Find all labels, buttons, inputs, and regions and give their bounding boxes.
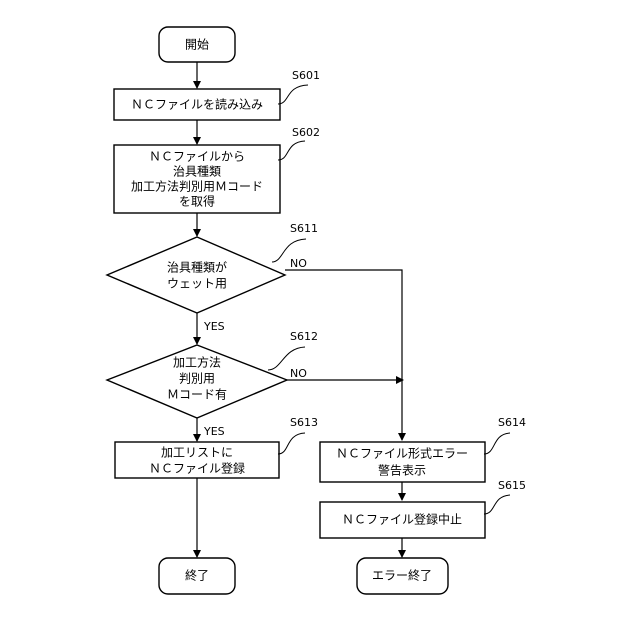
s612-yes-label: YES (203, 425, 225, 438)
end-text: 終了 (185, 568, 209, 583)
s602-leader (278, 141, 305, 160)
s614-step-label: S614 (498, 416, 526, 429)
s612-text-line-1: 加工方法 (173, 355, 221, 370)
s601-step-label: S601 (292, 69, 320, 82)
s612-no-label: NO (290, 367, 307, 380)
s613-text-line-1: 加工リストに (161, 446, 233, 460)
s612-text-line-2: 判別用 (179, 372, 215, 386)
s611-text-line-1: 治具種類が (167, 260, 227, 275)
s613-step-label: S613 (290, 416, 318, 429)
s614-text-line-1: ＮＣファイル形式エラー (336, 447, 468, 461)
s611-decision-diamond (107, 237, 285, 313)
s601-leader (278, 85, 308, 104)
s614-text-line-2: 警告表示 (378, 463, 426, 478)
s614-leader (484, 433, 510, 454)
s601-text: ＮＣファイルを読み込み (131, 97, 263, 112)
s602-text-line-2: 治具種類 (173, 165, 221, 179)
s612-step-label: S612 (290, 330, 318, 343)
s615-leader (484, 495, 510, 514)
s612-text-line-3: Ｍコード有 (167, 388, 227, 402)
s602-text-line-4: を取得 (179, 194, 215, 209)
start-text: 開始 (185, 38, 209, 52)
s611-no-label: NO (290, 257, 307, 270)
s615-step-label: S615 (498, 479, 526, 492)
s615-text: ＮＣファイル登録中止 (342, 512, 462, 527)
s611-step-label: S611 (290, 222, 318, 235)
s611-yes-label: YES (203, 320, 225, 333)
s613-text-line-2: ＮＣファイル登録 (149, 461, 245, 476)
s602-text-line-3: 加工方法判別用Ｍコード (131, 179, 263, 194)
s602-text-line-1: ＮＣファイルから (149, 150, 245, 164)
s611-text-line-2: ウェット用 (167, 277, 227, 291)
s613-leader (278, 433, 305, 454)
s602-step-label: S602 (292, 126, 320, 139)
arrow-s611-no (285, 270, 402, 440)
error-end-text: エラー終了 (372, 568, 432, 583)
